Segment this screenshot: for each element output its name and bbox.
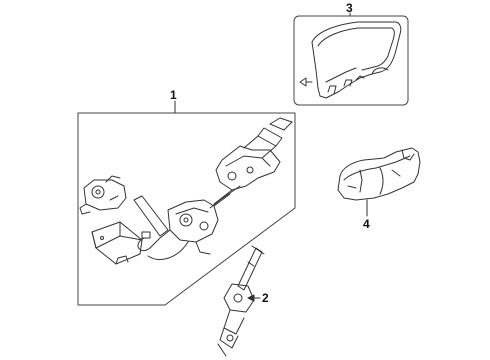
steering-column-assembly — [133, 117, 293, 260]
group-3-frame — [293, 15, 409, 106]
callout-3: 3 — [346, 1, 353, 15]
callout-4: 4 — [363, 217, 370, 231]
callout-1: 1 — [170, 88, 177, 102]
control-module — [91, 221, 143, 265]
intermediate-shaft — [217, 245, 265, 357]
ignition-module — [79, 175, 127, 215]
callout-2-arrow — [247, 294, 255, 302]
upper-column-cover — [299, 21, 402, 99]
lower-column-cover — [337, 147, 421, 201]
callout-2: 2 — [262, 291, 269, 305]
group-1-frame — [77, 112, 296, 306]
